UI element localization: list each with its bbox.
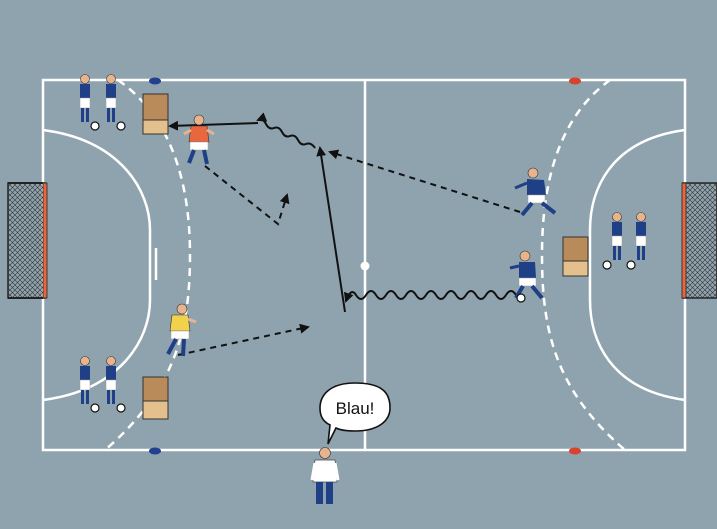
player [105,356,117,404]
vaulting-box-bottom-left [142,376,169,420]
right-goal-area-line [588,128,686,402]
marker-red-bottom [569,447,581,455]
ball-icon [90,121,100,131]
player-queue-top-left [79,74,126,131]
vaulting-box-right [562,236,589,277]
player [79,356,91,404]
player-blue-right-running [514,167,557,217]
marker-blue-bottom [149,447,161,455]
player-blue-with-ball [509,250,544,303]
player-queue-bottom-left [79,356,126,413]
callout-text: Blau! [336,399,375,418]
left-goal-area-line [42,128,152,402]
run-arrow-right-player [328,149,521,213]
pass-arrow-top [168,120,259,131]
ball-icon [516,293,526,303]
ball-icon [90,403,100,413]
movement-arrows [168,112,521,356]
dribble-arrow-top [256,112,316,149]
ball-icon [626,260,636,270]
player [105,74,117,122]
dribble-arrow-bottom [343,290,517,303]
player [635,212,647,260]
right-free-throw-line [540,78,626,451]
coach-figure [310,447,340,504]
marker-blue-top [149,77,161,85]
player-yellow-bib [166,303,197,357]
pass-arrow-center [316,146,346,313]
player [611,212,623,260]
vaulting-box-top-left [142,93,169,135]
ball-icon [602,260,612,270]
run-arrow-yellow-player [177,323,310,356]
player-queue-right [602,212,647,270]
speech-bubble: Blau! [319,382,391,445]
ball-icon [116,403,126,413]
center-spot [360,261,370,271]
ball-icon [116,121,126,131]
marker-red-top [569,77,581,85]
player-orange-bib [183,114,215,165]
run-arrow-orange-player [204,165,290,226]
handball-goal-left [7,182,48,299]
player [79,74,91,122]
handball-goal-right [681,182,717,299]
